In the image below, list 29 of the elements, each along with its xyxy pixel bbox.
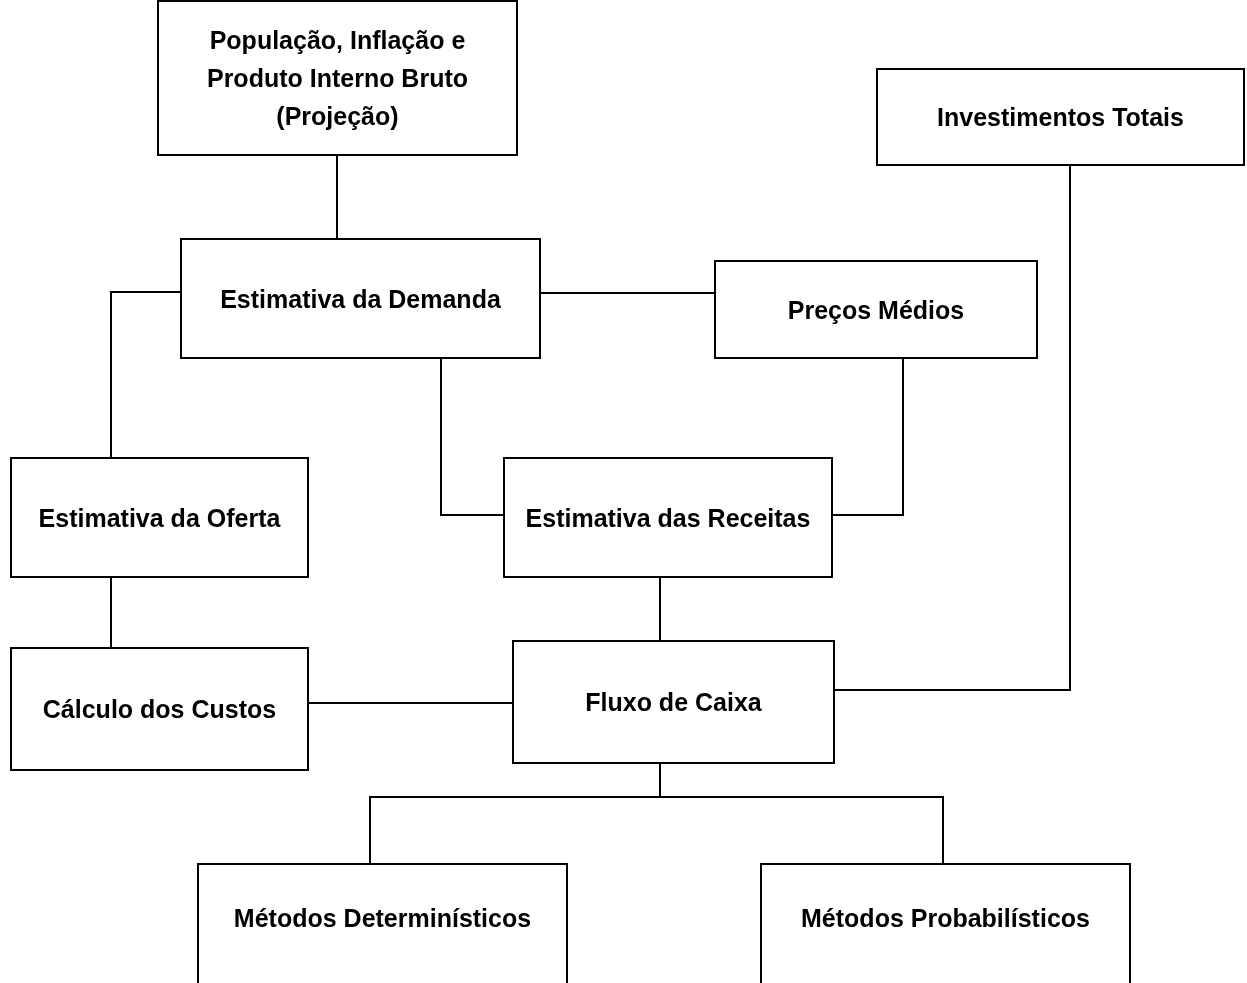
connector-line — [336, 155, 338, 239]
process-box — [760, 863, 1131, 983]
box-label: Fluxo de Caixa — [584, 687, 763, 718]
connector-line — [832, 358, 904, 516]
process-box — [876, 68, 1245, 166]
process-box — [503, 457, 833, 578]
box-label: Estimativa das Receitas — [524, 502, 812, 534]
box-label: População, Inflação e Produto Interno Bruto (Projeção) — [205, 25, 470, 132]
process-box — [157, 0, 518, 156]
connector-line — [110, 291, 181, 458]
process-box — [714, 260, 1038, 359]
process-box — [197, 863, 568, 983]
process-box — [180, 238, 541, 359]
process-box — [10, 647, 309, 771]
process-box — [512, 640, 835, 764]
box-label: Métodos Determinísticos — [232, 903, 533, 934]
box-label: Cálculo dos Custos — [41, 694, 278, 725]
connector-line — [540, 292, 715, 294]
box-label: Preços Médios — [786, 294, 966, 326]
box-label: Estimativa da Oferta — [37, 502, 282, 534]
connector-line — [440, 358, 504, 516]
connector-line — [834, 165, 1071, 691]
connector-line — [110, 577, 112, 648]
connector-line — [308, 702, 513, 704]
box-label: Investimentos Totais — [936, 102, 1185, 133]
connector-line — [659, 577, 661, 641]
box-label: Métodos Probabilísticos — [800, 903, 1091, 934]
process-box — [10, 457, 309, 578]
box-label: Estimativa da Demanda — [219, 283, 502, 315]
